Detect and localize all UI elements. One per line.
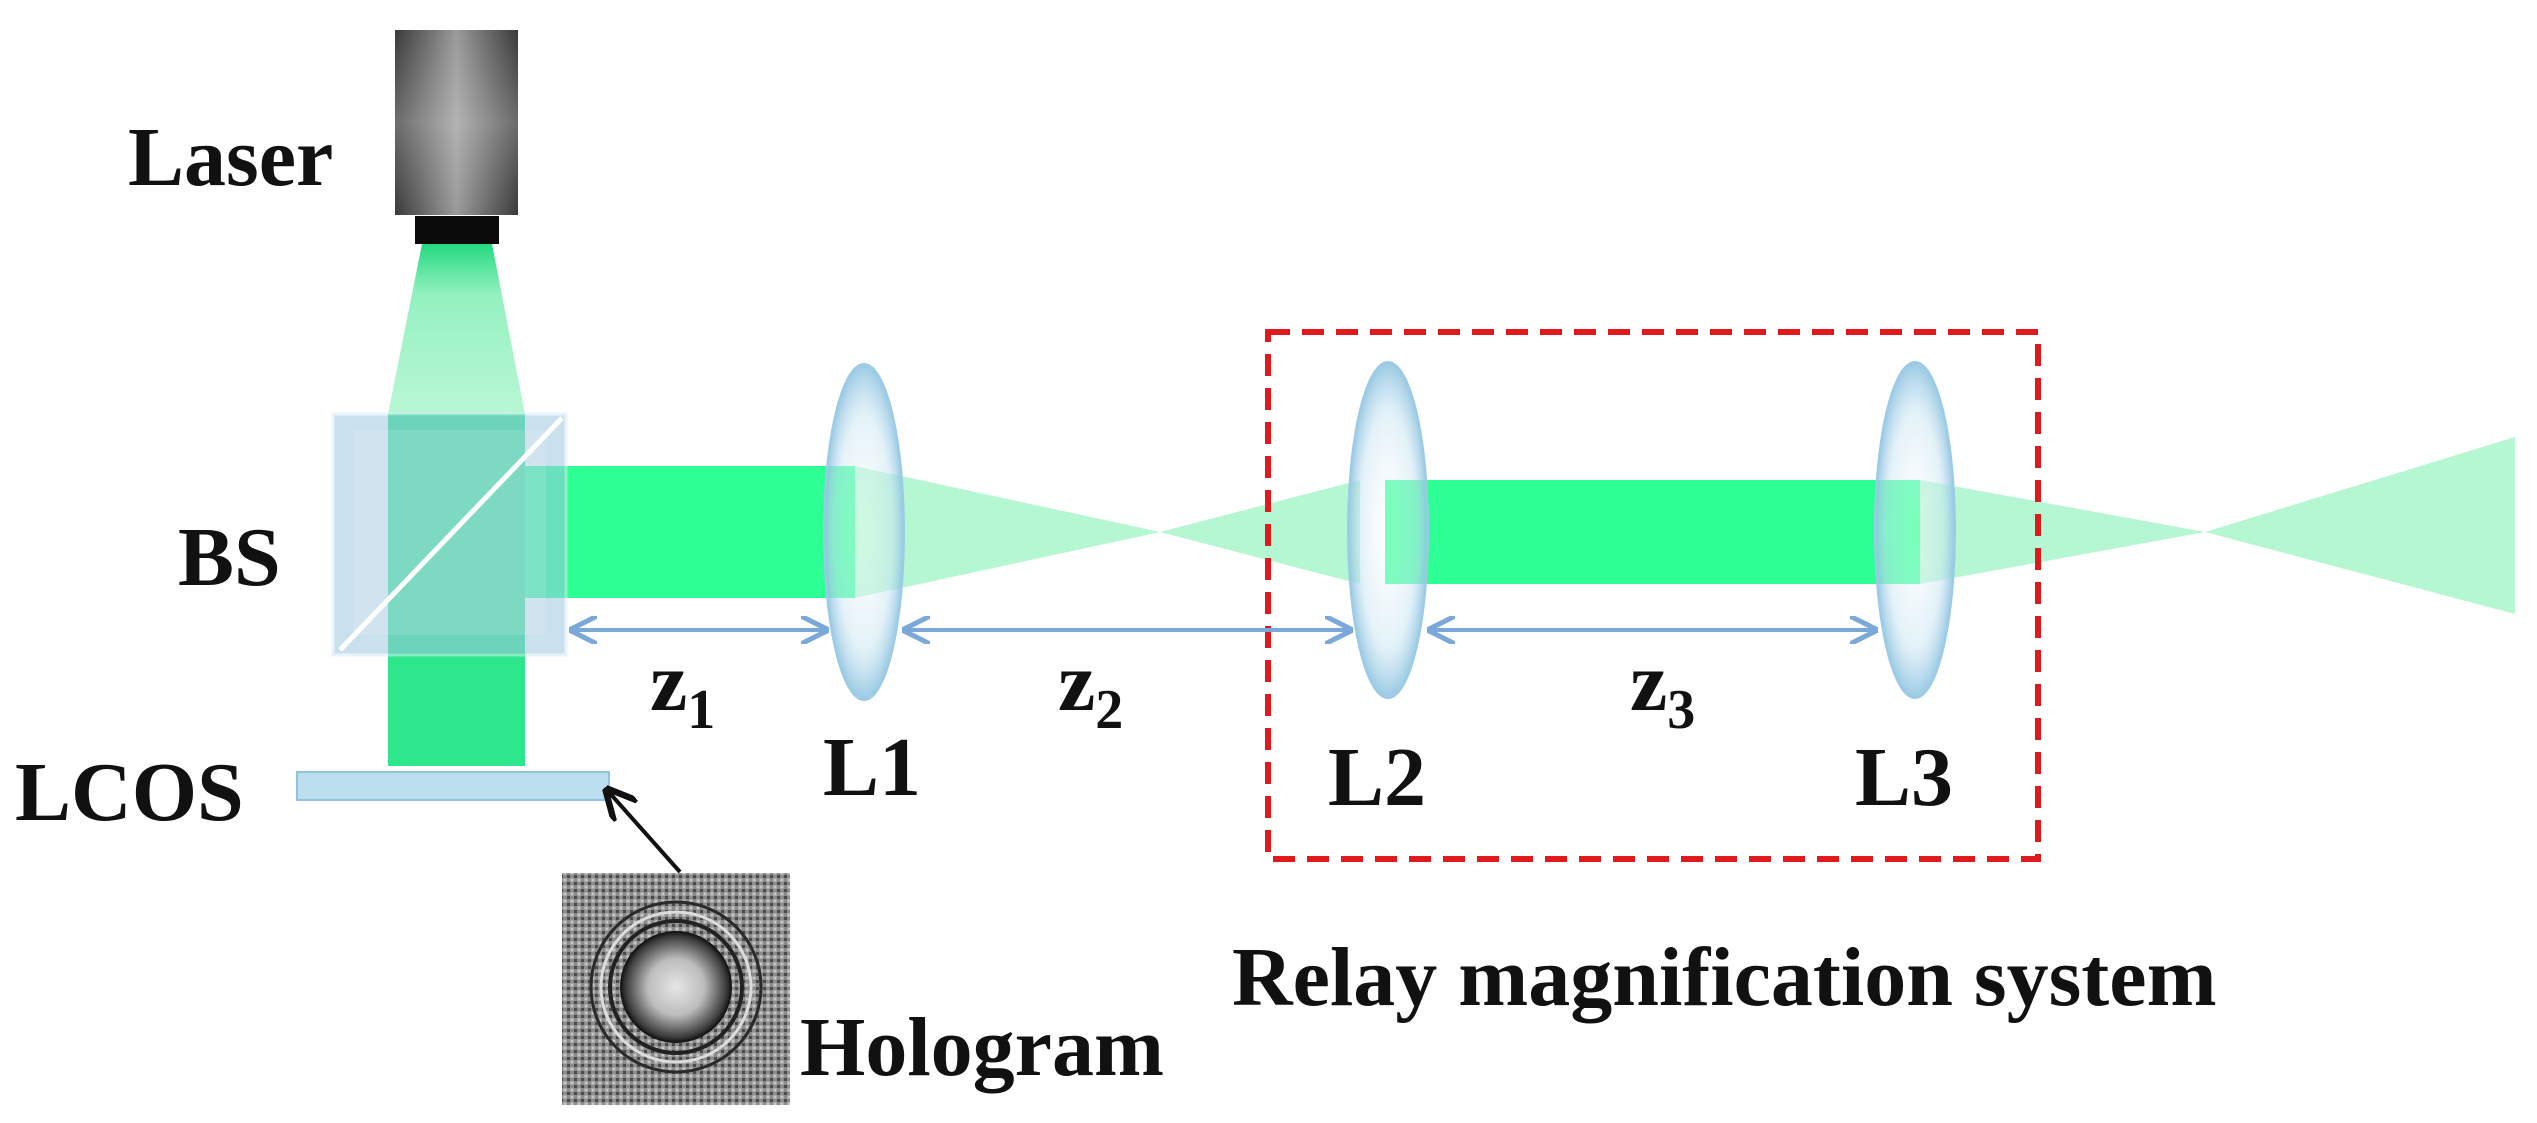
laser-aperture <box>415 216 499 244</box>
lens-l1-label: L1 <box>823 721 921 814</box>
hologram-image <box>562 873 790 1105</box>
hologram-ring-inner <box>608 919 744 1055</box>
distance-label-z3: z3 <box>1630 636 1695 741</box>
bs-label: BS <box>178 511 281 604</box>
beam-l3-to-focus <box>1920 480 2205 584</box>
laser-body-highlight <box>395 30 518 215</box>
distance-label-z1: z1 <box>650 636 715 741</box>
distance-label-z2: z2 <box>1058 636 1123 741</box>
hologram-ring-mid <box>599 910 753 1064</box>
lens-l2-label: L2 <box>1328 731 1426 824</box>
beam-focus-to-l2 <box>1160 480 1360 584</box>
lens-l3-label: L3 <box>1855 731 1953 824</box>
hologram-label: Hologram <box>800 1001 1164 1094</box>
beam-l2-to-l3 <box>1385 480 1920 584</box>
relay-system-label: Relay magnification system <box>1232 931 2217 1024</box>
beam-output-diverging <box>2205 437 2515 614</box>
laser-source <box>395 30 518 244</box>
hologram-ring-outer <box>589 900 763 1074</box>
lens-l2 <box>1347 361 1429 699</box>
beam-bs-to-l1 <box>525 466 855 598</box>
lcos-to-hologram-arrow <box>607 790 682 874</box>
lcos-panel <box>296 771 610 801</box>
bs-diagonal <box>338 416 564 652</box>
beam-splitter-cube <box>331 412 568 657</box>
beam-l1-to-focus <box>855 466 1160 598</box>
lcos-label: LCOS <box>15 746 244 839</box>
hologram-center <box>620 931 732 1043</box>
relay-system-box <box>1265 329 2041 862</box>
lens-l1 <box>823 363 905 701</box>
lens-l3 <box>1874 361 1956 699</box>
laser-label: Laser <box>128 111 333 204</box>
laser-divergent-beam <box>388 244 525 414</box>
